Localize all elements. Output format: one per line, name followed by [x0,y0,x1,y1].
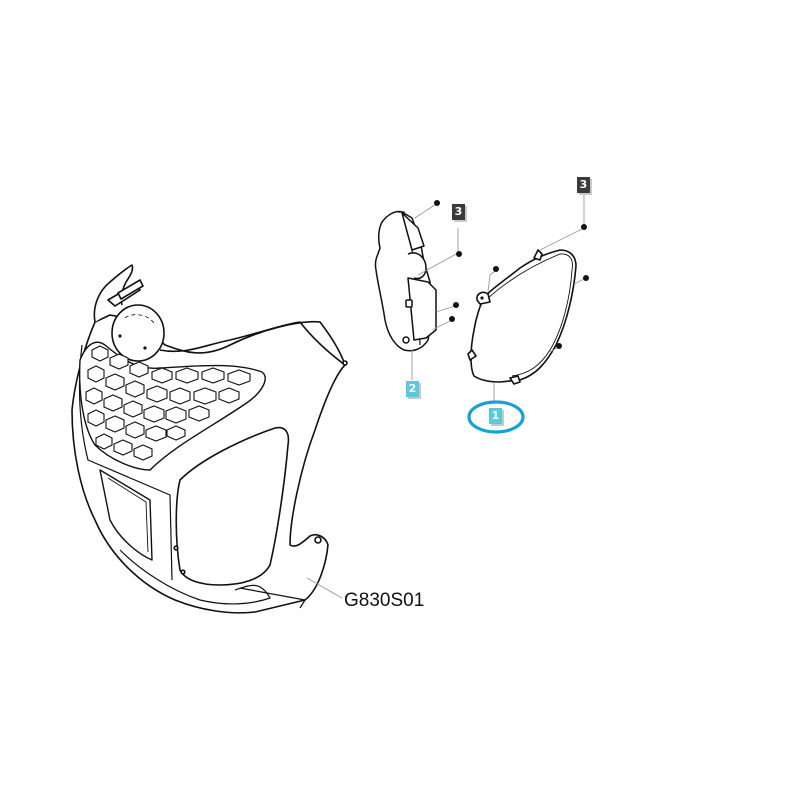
screws[interactable] [434,200,589,349]
screw-dot [453,302,459,308]
headlight-housing[interactable] [374,210,437,352]
screw-dot [449,316,455,322]
screw-dot [556,343,562,349]
leader-lines [306,195,587,599]
callout-1[interactable]: 1 [489,408,502,424]
callout-3-housing[interactable]: 3 [452,204,465,220]
screw-dot [456,251,462,257]
callout-3-lens[interactable]: 3 [577,177,590,193]
screw-dot [434,200,440,206]
screw-dot [493,266,499,272]
assembly-reference-label: G830S01 [344,590,425,611]
honeycomb-grille [78,341,266,471]
screw-dot [583,275,589,281]
screw-dot [581,224,587,230]
highlight-ring [467,400,525,434]
headlight-lens[interactable] [467,249,577,385]
callout-2[interactable]: 2 [406,381,419,397]
